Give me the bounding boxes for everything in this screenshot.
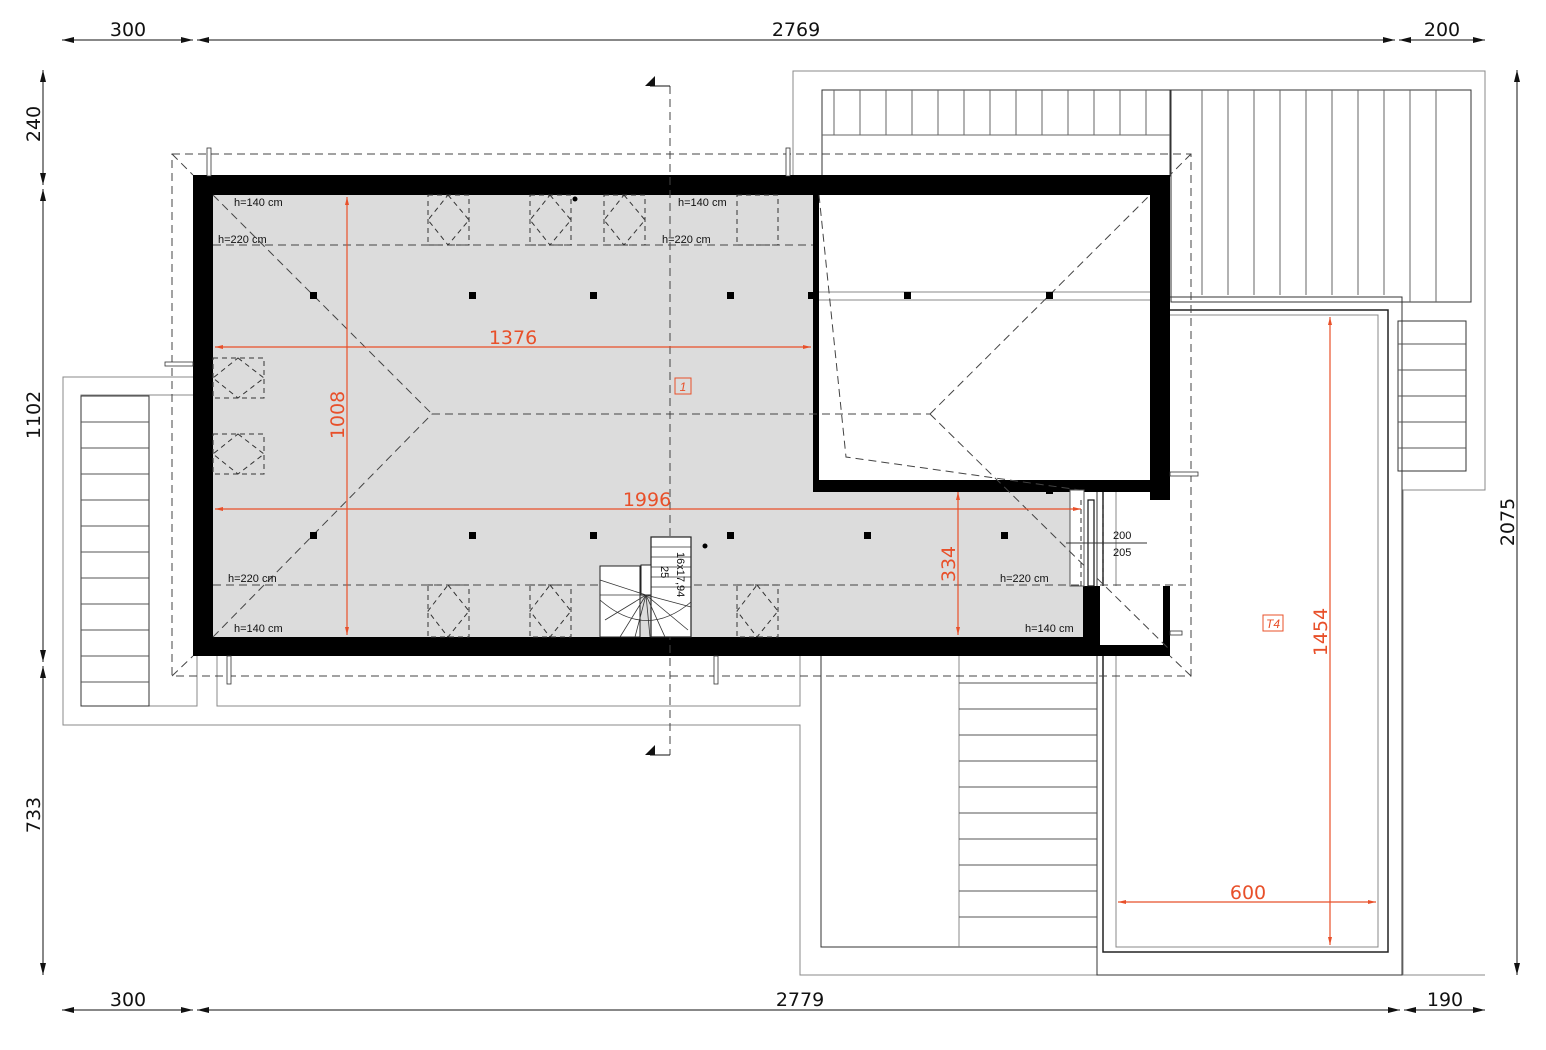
- columns: [310, 196, 1053, 549]
- flue-markers: [164, 147, 1199, 685]
- dim-top-main: 2769: [772, 19, 820, 41]
- dim-left-bottom: 733: [23, 797, 45, 833]
- dim-width-total: 1996: [623, 489, 671, 511]
- room-tag-t4: T4: [1266, 617, 1280, 631]
- door-opening: 200 205: [1066, 499, 1147, 587]
- dim-left-middle: 1102: [23, 391, 45, 439]
- height-label: h=140 cm: [234, 197, 283, 209]
- right-stair-treads: [1398, 343, 1466, 449]
- dim-height-right: 334: [938, 546, 960, 582]
- door-height-label: 205: [1113, 547, 1131, 559]
- dimension-labels: 300 2769 200 300 2779 190 240 1102 733 2…: [23, 19, 1519, 1011]
- dim-right: 2075: [1497, 498, 1519, 546]
- dim-top-left: 300: [110, 19, 146, 41]
- dim-bottom-left: 300: [110, 989, 146, 1011]
- floor-area-room-1: [213, 195, 813, 637]
- roof-outline: [171, 153, 1192, 677]
- door-width-label: 200: [1113, 530, 1131, 542]
- roof-windows: [212, 194, 779, 638]
- height-label: h=140 cm: [678, 197, 727, 209]
- dim-width-upper: 1376: [489, 327, 537, 349]
- room-tags: 1 T4: [674, 377, 1284, 632]
- dim-terrace-height: 1454: [1310, 608, 1332, 656]
- stair-tread-label: 25: [658, 566, 670, 578]
- top-right-slats: [1201, 90, 1437, 302]
- interior-staircase: 16x17,94 25: [599, 536, 692, 638]
- outer-outlines: [62, 70, 1486, 976]
- height-label: h=140 cm: [1025, 623, 1074, 635]
- dim-left-top: 240: [23, 106, 45, 142]
- height-label: h=220 cm: [1000, 573, 1049, 585]
- dim-bottom-right: 190: [1427, 989, 1463, 1011]
- top-balcony-slats: [822, 90, 1170, 136]
- room-tag-1: 1: [680, 380, 687, 394]
- section-arrow-bottom-icon: [645, 745, 655, 755]
- section-line: [645, 76, 671, 756]
- dimension-lines: [40, 37, 1520, 1013]
- dim-height-left: 1008: [327, 391, 349, 439]
- interior-dimensions: 1376 1996 1008 334 1454 600: [215, 197, 1376, 945]
- walls: [193, 175, 1170, 656]
- height-label: h=140 cm: [234, 623, 283, 635]
- height-label: h=220 cm: [662, 234, 711, 246]
- bottom-stair-treads: [959, 682, 1097, 918]
- roof-hip-lines: [171, 153, 1192, 677]
- left-staircase: [80, 395, 150, 707]
- dim-top-right: 200: [1424, 19, 1460, 41]
- height-label: h=220 cm: [218, 234, 267, 246]
- void-area: [819, 195, 1163, 645]
- stair-steps-label: 16x17,94: [674, 552, 686, 597]
- floor-area-room-1-extension: [813, 490, 1083, 637]
- dim-bottom-main: 2779: [776, 989, 824, 1011]
- dim-terrace-width: 600: [1230, 882, 1266, 904]
- section-arrow-top-icon: [645, 76, 655, 86]
- height-label: h=220 cm: [228, 573, 277, 585]
- height-labels: h=140 cm h=140 cm h=220 cm h=220 cm h=22…: [218, 197, 1074, 635]
